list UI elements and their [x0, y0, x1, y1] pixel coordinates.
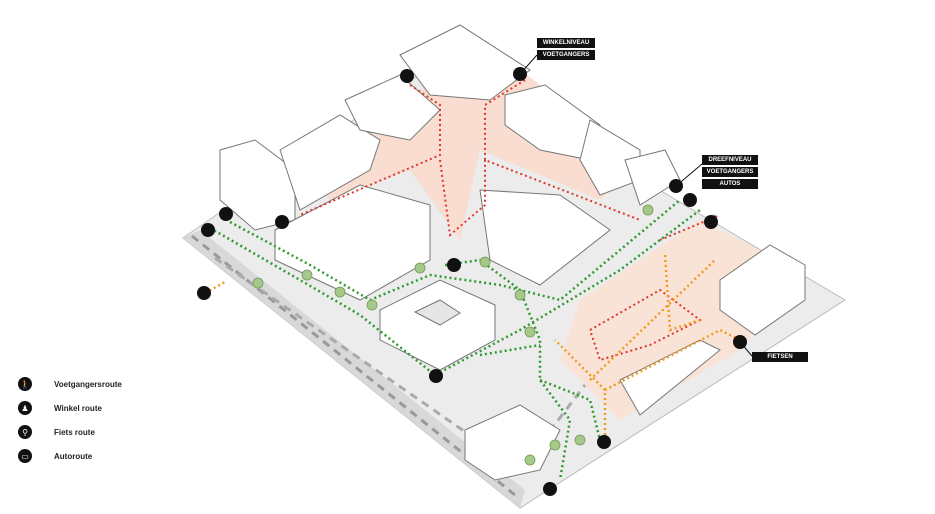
shopping-icon: ♟	[18, 401, 32, 415]
label-autos: AUTOS	[702, 179, 758, 189]
legend-item: ⚲ Fiets route	[18, 420, 122, 444]
road-strip	[183, 230, 525, 508]
legend-item: 🚶 Voetgangersroute	[18, 372, 122, 396]
legend-label: Autoroute	[54, 451, 93, 461]
callout-lines	[519, 54, 753, 357]
pedestrian-icon	[429, 369, 443, 383]
legend-item: ▭ Autoroute	[18, 444, 122, 468]
shopping-icon	[400, 69, 414, 83]
label-dreefniveau: DREEFNIVEAU	[702, 155, 758, 165]
legend-label: Fiets route	[54, 427, 95, 437]
buildings	[219, 24, 806, 481]
pedestrian-icon	[543, 482, 557, 496]
pedestrian-icon	[447, 258, 461, 272]
bicycle-icon: ⚲	[18, 425, 32, 439]
legend-label: Winkel route	[54, 403, 102, 413]
trees	[252, 204, 654, 466]
bicycle-icon	[597, 435, 611, 449]
label-voetgangers: VOETGANGERS	[537, 50, 595, 60]
shopping-icon	[275, 215, 289, 229]
legend: 🚶 Voetgangersroute ♟ Winkel route ⚲ Fiets r…	[18, 372, 122, 468]
car-icon	[683, 193, 697, 207]
shopping-route	[299, 79, 721, 362]
car-icon: ▭	[18, 449, 32, 463]
legend-label: Voetgangersroute	[54, 379, 122, 389]
pedestrian-icon: 🚶	[18, 377, 32, 391]
label-winkelniveau: WINKELNIVEAU	[537, 38, 595, 48]
shopping-icon	[704, 215, 718, 229]
car-icon	[201, 223, 215, 237]
pedestrian-icon	[219, 207, 233, 221]
bicycle-route	[204, 254, 741, 440]
legend-item: ♟ Winkel route	[18, 396, 122, 420]
label-voetgangers: VOETGANGERS	[702, 167, 758, 177]
label-fietsen: FIETSEN	[752, 352, 808, 362]
bicycle-icon	[197, 286, 211, 300]
